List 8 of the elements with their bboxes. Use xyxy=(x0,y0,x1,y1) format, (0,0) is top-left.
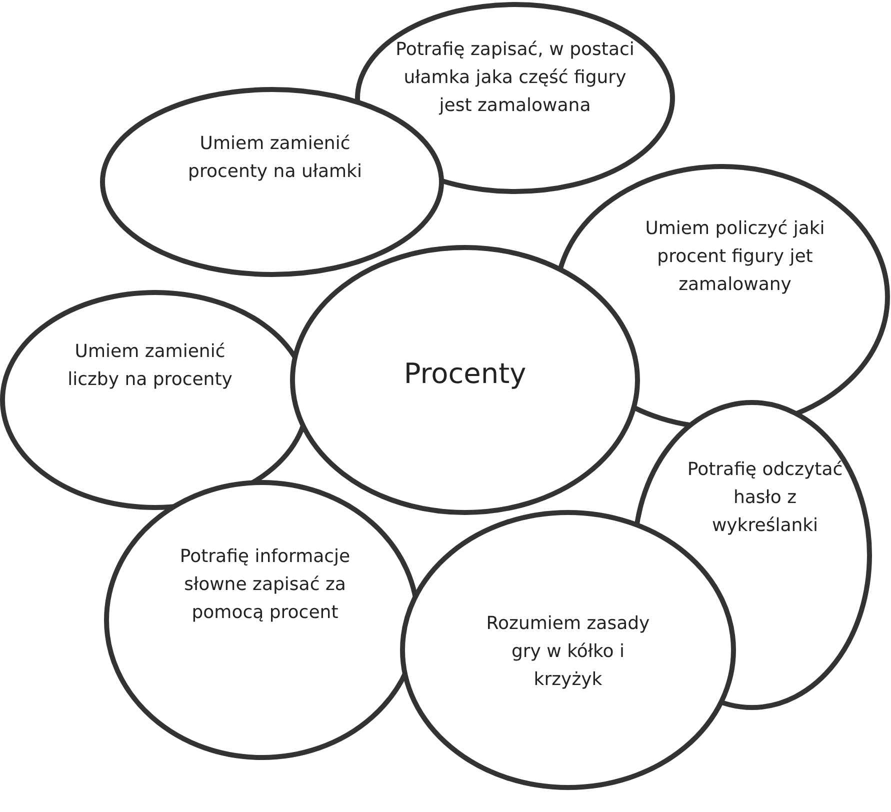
petal-text: Rozumiem zasady gry w kółko i krzyżyk xyxy=(485,612,651,692)
petal-text: Umiem policzyć jaki procent figury jet zamalowany xyxy=(644,217,826,297)
petal-text: Potrafię zapisać, w postaci ułamka jaka część figury jest zamalowana xyxy=(394,38,636,118)
petal-text: Potrafię informacje słowne zapisać za pomocą procent xyxy=(178,545,352,625)
petal-text: Umiem zamienić liczby na procenty xyxy=(66,340,234,392)
petal-text: Potrafię odczytać hasło z wykreślanki xyxy=(686,458,844,538)
petal-text: Umiem zamienić procenty na ułamki xyxy=(187,132,363,184)
center-title: Procenty xyxy=(402,356,528,392)
